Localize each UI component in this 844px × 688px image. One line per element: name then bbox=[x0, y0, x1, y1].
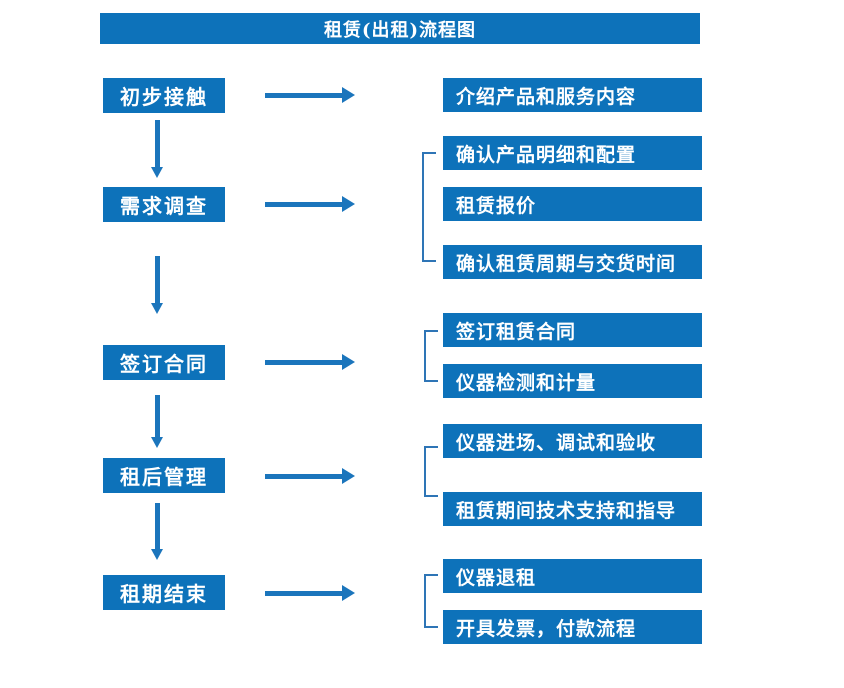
arrow-shaft bbox=[265, 359, 343, 365]
bracket-connector bbox=[424, 330, 438, 382]
detail-box-invoice-payment: 开具发票，付款流程 bbox=[443, 610, 702, 644]
arrow-right-icon bbox=[265, 87, 355, 103]
arrow-head bbox=[342, 196, 355, 212]
arrow-shaft bbox=[265, 201, 343, 207]
arrow-shaft bbox=[155, 256, 160, 304]
step-box-sign-contract: 签订合同 bbox=[103, 345, 225, 380]
step-box-lease-end: 租期结束 bbox=[103, 575, 225, 610]
step-box-initial-contact: 初步接触 bbox=[103, 78, 225, 113]
arrow-head bbox=[342, 87, 355, 103]
arrow-down-icon bbox=[151, 395, 164, 448]
arrow-head bbox=[342, 468, 355, 484]
arrow-right-icon bbox=[265, 585, 355, 601]
arrow-down-icon bbox=[151, 503, 164, 560]
detail-box-instrument-testing: 仪器检测和计量 bbox=[443, 364, 702, 398]
detail-box-instrument-entry: 仪器进场、调试和验收 bbox=[443, 424, 702, 458]
detail-box-instrument-return: 仪器退租 bbox=[443, 559, 702, 593]
arrow-head bbox=[151, 437, 163, 448]
arrow-head bbox=[342, 354, 355, 370]
arrow-shaft bbox=[155, 395, 160, 438]
detail-box-sign-rental-contract: 签订租赁合同 bbox=[443, 313, 702, 347]
detail-box-rental-quote: 租赁报价 bbox=[443, 187, 702, 221]
arrow-right-icon bbox=[265, 468, 355, 484]
bracket-connector bbox=[422, 152, 436, 262]
arrow-head bbox=[151, 549, 163, 560]
arrow-head bbox=[342, 585, 355, 601]
bracket-connector bbox=[424, 574, 438, 628]
detail-box-introduce-products: 介绍产品和服务内容 bbox=[443, 78, 702, 112]
arrow-shaft bbox=[265, 590, 343, 596]
bracket-connector bbox=[424, 446, 438, 497]
arrow-shaft bbox=[155, 503, 160, 550]
detail-box-tech-support: 租赁期间技术支持和指导 bbox=[443, 492, 702, 526]
arrow-shaft bbox=[155, 120, 160, 168]
step-box-demand-survey: 需求调查 bbox=[103, 187, 225, 222]
step-box-post-rental-mgmt: 租后管理 bbox=[103, 458, 225, 493]
arrow-right-icon bbox=[265, 354, 355, 370]
arrow-down-icon bbox=[151, 120, 164, 178]
arrow-shaft bbox=[265, 473, 343, 479]
arrow-head bbox=[151, 167, 163, 178]
detail-box-confirm-period: 确认租赁周期与交货时间 bbox=[443, 245, 702, 279]
arrow-right-icon bbox=[265, 196, 355, 212]
flowchart-title: 租赁(出租)流程图 bbox=[100, 13, 700, 44]
detail-box-confirm-config: 确认产品明细和配置 bbox=[443, 136, 702, 170]
arrow-head bbox=[151, 303, 163, 314]
arrow-shaft bbox=[265, 92, 343, 98]
arrow-down-icon bbox=[151, 256, 164, 314]
